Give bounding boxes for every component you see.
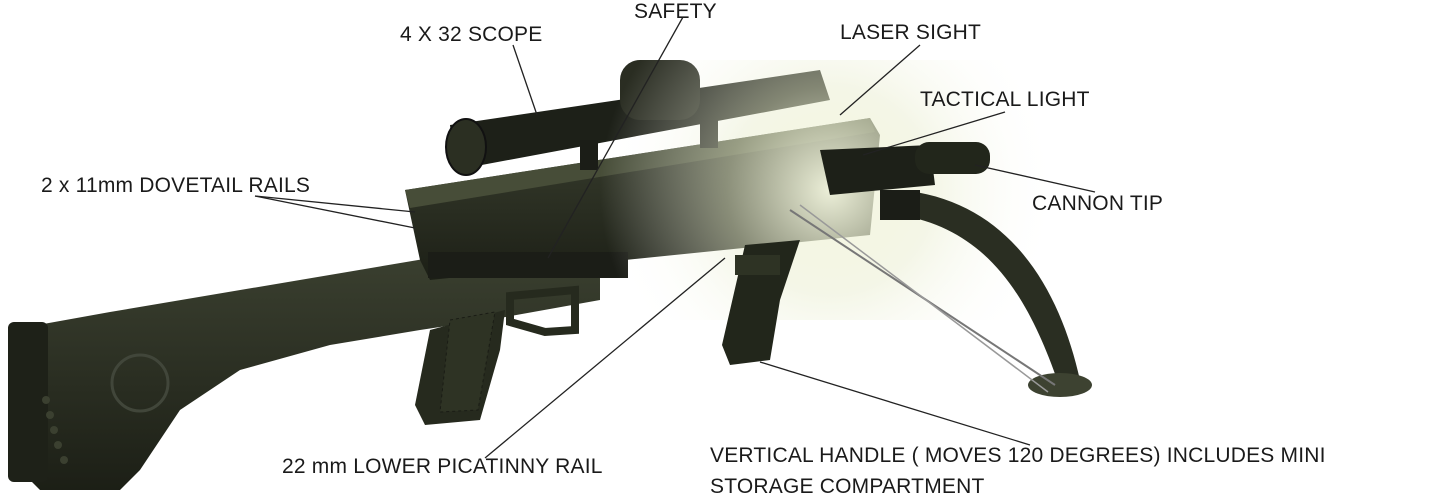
label-laser-sight: LASER SIGHT (840, 21, 982, 44)
label-picatinny-rail: 22 mm LOWER PICATINNY RAIL (282, 455, 603, 478)
stock (8, 250, 600, 490)
leader-tactical (862, 111, 1006, 156)
leader-cannon (974, 164, 1096, 193)
pistol-grip (415, 285, 579, 425)
leader-picatinny (484, 257, 726, 459)
leader-dovetail-b (254, 195, 416, 229)
vertical-handle (722, 240, 800, 365)
leader-dovetail-a (254, 195, 416, 213)
tactical-light (820, 142, 990, 195)
label-tactical-light: TACTICAL LIGHT (920, 88, 1090, 111)
leader-laser (839, 44, 921, 116)
leader-handle (759, 361, 1031, 446)
leader-safety (547, 16, 684, 259)
leader-scope (512, 44, 538, 116)
label-dovetail-rails: 2 x 11mm DOVETAIL RAILS (41, 174, 311, 197)
buttplate-dots (42, 396, 68, 464)
bow-limb (789, 190, 1092, 397)
label-storage-compartment: STORAGE COMPARTMENT (710, 475, 985, 498)
label-vertical-handle: VERTICAL HANDLE ( MOVES 120 DEGREES) INC… (710, 444, 1326, 467)
label-scope: 4 X 32 SCOPE (400, 23, 543, 46)
label-cannon-tip: CANNON TIP (1032, 192, 1164, 215)
label-safety: SAFETY (634, 0, 717, 23)
leader-lines (254, 16, 1096, 459)
